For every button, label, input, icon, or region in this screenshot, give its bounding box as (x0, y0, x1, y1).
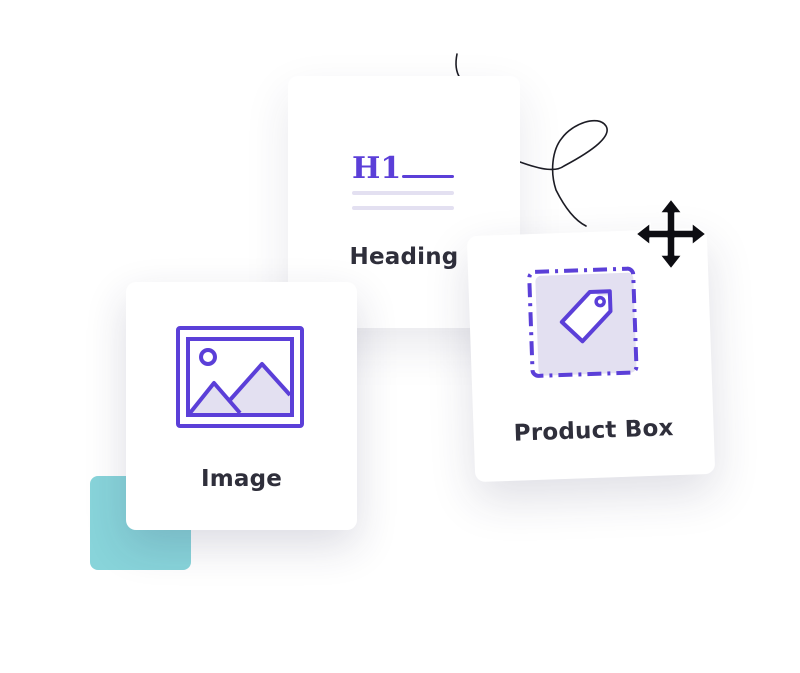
move-arrows-icon (635, 198, 707, 270)
image-card-label: Image (200, 466, 283, 492)
product-box-widget-card[interactable]: Product Box (466, 227, 716, 483)
h1-glyph: H1 (352, 151, 401, 186)
image-picture-icon (176, 326, 304, 428)
price-tag-icon (527, 266, 639, 378)
heading-widget-card[interactable]: H1 Heading (288, 76, 520, 328)
heading-h1-icon: H1 (352, 151, 454, 210)
heading-card-label: Heading (349, 244, 459, 270)
image-widget-card[interactable]: Image (126, 282, 357, 530)
product-box-card-label: Product Box (513, 415, 674, 447)
